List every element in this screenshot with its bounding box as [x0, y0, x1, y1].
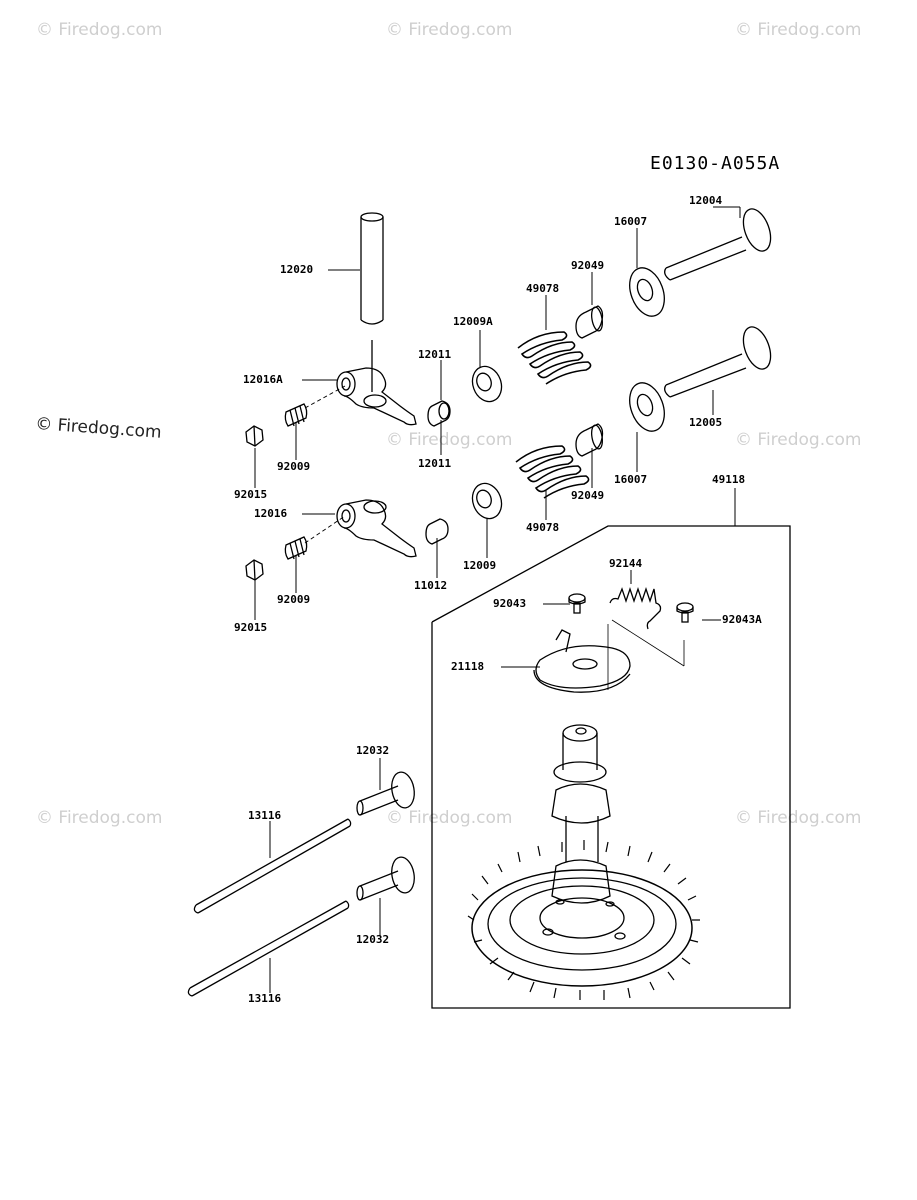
part-label: 12011 — [418, 348, 452, 361]
part-label: 12004 — [689, 194, 723, 207]
part-label: 12016 — [254, 507, 288, 520]
part-label: 92009 — [277, 460, 311, 473]
part-label: 92144 — [609, 557, 643, 570]
seal-92049 — [575, 305, 604, 339]
part-label: 92015 — [234, 621, 268, 634]
watermark: © Firedog.com — [735, 20, 862, 40]
part-label: 16007 — [614, 215, 648, 228]
rocker-arm-12016A — [336, 367, 417, 426]
cap-11012 — [425, 518, 449, 545]
diagram-code: E0130-A055A — [650, 153, 781, 174]
retainer-16007 — [629, 382, 665, 432]
part-label: 49078 — [526, 282, 560, 295]
watermark: © Firedog.com — [386, 20, 513, 40]
part-label: 12009A — [453, 315, 493, 328]
part-label: 92015 — [234, 488, 268, 501]
screw-92009 — [284, 403, 308, 427]
part-label: 16007 — [614, 473, 648, 486]
part-label: 11012 — [414, 579, 448, 592]
part-label: 49118 — [712, 473, 746, 486]
watermark: © Firedog.com — [735, 430, 862, 450]
screw-92009 — [284, 536, 308, 560]
part-label: 92049 — [571, 259, 605, 272]
part-label: 92049 — [571, 489, 605, 502]
watermark: © Firedog.com — [36, 20, 163, 40]
washer-12009A — [471, 365, 503, 403]
nut-92015 — [245, 559, 264, 581]
weight-21118 — [533, 629, 631, 693]
washer-12009 — [471, 482, 503, 520]
part-label: 13116 — [248, 992, 282, 1005]
part-label: 12020 — [280, 263, 314, 276]
spring-49078 — [515, 445, 590, 499]
push-rod-13116 — [187, 900, 350, 997]
camshaft-assembly-frame — [431, 525, 791, 1009]
part-label: 92043A — [722, 613, 762, 626]
watermark: © Firedog.com — [36, 808, 163, 828]
part-label: 12011 — [418, 457, 452, 470]
valve-12005 — [664, 326, 772, 398]
cam-gear — [467, 840, 700, 1000]
part-label: 12005 — [689, 416, 723, 429]
watermark: © Firedog.com — [386, 430, 513, 450]
rocker-arm-12016 — [336, 499, 417, 558]
part-label: 92009 — [277, 593, 311, 606]
part-label: 13116 — [248, 809, 282, 822]
watermark: © Firedog.com — [735, 808, 862, 828]
cap-12011 — [427, 400, 451, 427]
part-label: 12032 — [356, 933, 390, 946]
watermark: © Firedog.com — [386, 808, 513, 828]
part-label: 12009 — [463, 559, 497, 572]
rod-12020 — [360, 212, 384, 325]
tappet-12032 — [356, 771, 415, 816]
leader-lines — [254, 206, 741, 993]
camshaft-49118 — [551, 724, 611, 904]
retainer-16007 — [629, 267, 665, 317]
push-rod-13116 — [193, 818, 352, 914]
part-label: 21118 — [451, 660, 485, 673]
dashed-lines — [304, 385, 346, 544]
seal-92049 — [575, 423, 604, 457]
part-label: 12032 — [356, 744, 390, 757]
part-label: 92043 — [493, 597, 527, 610]
part-label: 12016A — [243, 373, 283, 386]
bolt-92043 — [568, 593, 586, 614]
part-label: 49078 — [526, 521, 560, 534]
spring-92144 — [609, 586, 662, 630]
bolt-92043A — [676, 602, 694, 623]
assembly-guide-lines — [607, 619, 685, 690]
spring-49078 — [517, 331, 592, 385]
valve-12004 — [664, 208, 772, 281]
nut-92015 — [245, 425, 264, 447]
tappet-12032 — [356, 856, 415, 901]
